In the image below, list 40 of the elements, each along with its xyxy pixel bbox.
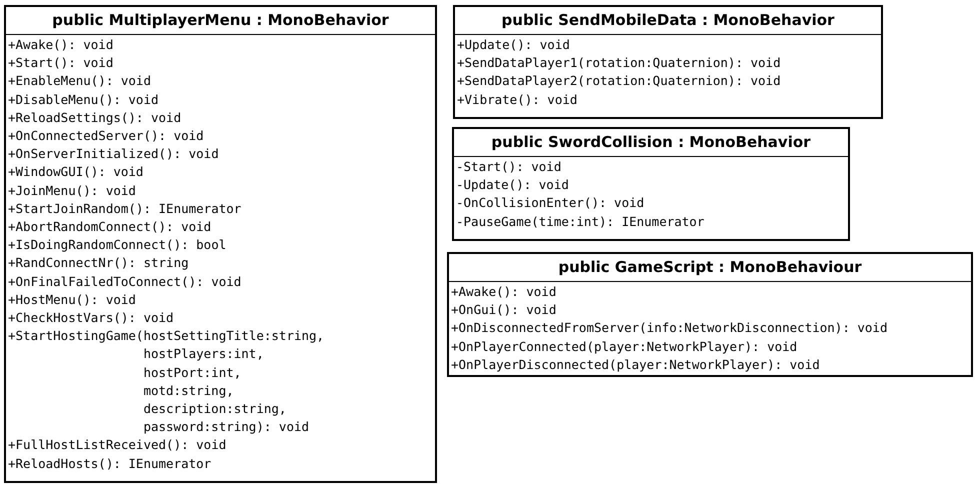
class-name: public MultiplayerMenu : MonoBehavior bbox=[6, 7, 435, 35]
method-signature: +EnableMenu(): void bbox=[8, 72, 152, 90]
method-signature: +OnConnectedServer(): void bbox=[8, 127, 205, 146]
method-signature: +AbortRandomConnect(): void bbox=[8, 218, 212, 236]
method-signature: +ReloadHosts(): IEnumerator bbox=[8, 454, 212, 473]
method-signature: +Vibrate(): void bbox=[457, 90, 578, 109]
method-signature: -Start(): void bbox=[456, 158, 562, 176]
method-signature: +OnServerInitialized(): void bbox=[8, 145, 220, 164]
method-signature: +CheckHostVars(): void bbox=[8, 309, 175, 328]
method-signature: +Awake(): void bbox=[8, 36, 114, 54]
method-signature: +IsDoingRandomConnect(): bool bbox=[8, 236, 228, 254]
method-signature: +ReloadSettings(): void bbox=[8, 108, 182, 127]
class-name: public GameScript : MonoBehaviour bbox=[449, 254, 971, 282]
method-signature: +SendDataPlayer2(rotation:Quaternion): void bbox=[457, 72, 782, 90]
method-signature: +HostMenu(): void bbox=[8, 290, 137, 309]
method-signature: +RandConnectNr(): string bbox=[8, 254, 190, 272]
class-box bbox=[453, 5, 883, 119]
class-box bbox=[452, 127, 850, 241]
method-signature: +FullHostListReceived(): void bbox=[8, 436, 228, 454]
method-signature: +DisableMenu(): void bbox=[8, 90, 160, 109]
method-signature: -PauseGame(time:int): IEnumerator bbox=[456, 212, 706, 231]
method-signature: +Update(): void bbox=[457, 36, 571, 54]
method-signature: +WindowGUI(): void bbox=[8, 163, 144, 182]
method-signature: +OnFinalFailedToConnect(): void bbox=[8, 272, 242, 291]
class-box bbox=[4, 5, 437, 483]
method-signature: +StartHostingGame(hostSettingTitle:string, hostPlayers:int, hostPort:int, motd:string, description:string, password:string): void bbox=[8, 327, 326, 436]
class-name: public SwordCollision : MonoBehavior bbox=[454, 129, 848, 157]
method-signature: +JoinMenu(): void bbox=[8, 182, 137, 200]
method-signature: +StartJoinRandom(): IEnumerator bbox=[8, 200, 242, 218]
method-signature: -Update(): void bbox=[456, 176, 570, 194]
class-name: public SendMobileData : MonoBehavior bbox=[455, 7, 881, 35]
method-signature: +OnPlayerDisconnected(player:NetworkPlayer): void bbox=[451, 356, 821, 374]
method-signature: +SendDataPlayer1(rotation:Quaternion): void bbox=[457, 54, 782, 72]
method-signature: +OnGui(): void bbox=[451, 301, 558, 320]
class-box bbox=[447, 252, 973, 378]
method-signature: +Awake(): void bbox=[451, 283, 558, 301]
method-signature: +OnDisconnectedFromServer(info:NetworkDisconnection): void bbox=[451, 319, 888, 338]
method-signature: -OnCollisionEnter(): void bbox=[456, 194, 646, 212]
method-signature: +OnPlayerConnected(player:NetworkPlayer): void bbox=[451, 338, 798, 356]
method-signature: +Start(): void bbox=[8, 54, 114, 72]
